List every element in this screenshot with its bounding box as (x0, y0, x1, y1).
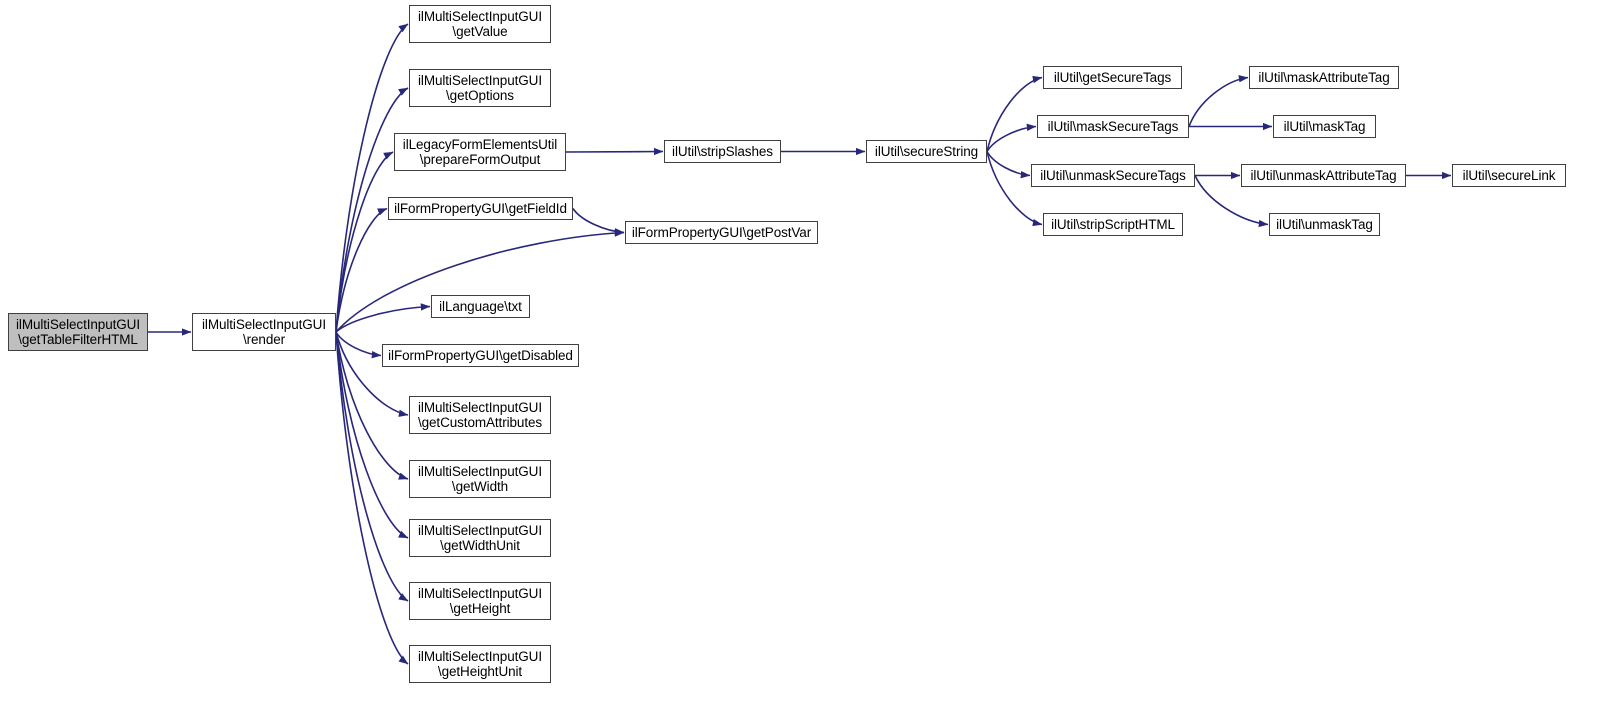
node-getValue[interactable]: ilMultiSelectInputGUI \getValue (409, 5, 551, 43)
node-label: ilUtil\secureLink (1462, 168, 1556, 183)
node-label: ilUtil\maskTag (1283, 119, 1366, 134)
node-label: ilFormPropertyGUI\getDisabled (388, 348, 573, 363)
node-getWidth[interactable]: ilMultiSelectInputGUI \getWidth (409, 460, 551, 498)
node-getPostVar[interactable]: ilFormPropertyGUI\getPostVar (625, 221, 818, 244)
edge-unmaskSecureTags-to-unmaskTag (1194, 175, 1269, 228)
edge-render-to-getHeight (335, 331, 409, 602)
edge-render-to-prepareFormOutput (335, 151, 394, 333)
edge-render-to-getDisabled (335, 331, 382, 359)
node-label: ilFormPropertyGUI\getFieldId (394, 201, 567, 216)
edge-render-to-getHeightUnit (335, 331, 409, 665)
node-getFieldId[interactable]: ilFormPropertyGUI\getFieldId (388, 197, 573, 220)
node-secureString[interactable]: ilUtil\secureString (866, 140, 987, 163)
node-getCustomAttributes[interactable]: ilMultiSelectInputGUI \getCustomAttribut… (409, 396, 551, 434)
edge-render-to-getWidth (335, 331, 409, 480)
node-getSecureTags[interactable]: ilUtil\getSecureTags (1043, 66, 1182, 89)
edge-paths (148, 23, 1452, 665)
node-txt[interactable]: ilLanguage\txt (431, 295, 530, 318)
edge-render-to-getPostVar (335, 229, 625, 333)
node-label: ilMultiSelectInputGUI \getOptions (418, 73, 542, 103)
node-maskAttributeTag[interactable]: ilUtil\maskAttributeTag (1249, 66, 1399, 89)
node-label: ilUtil\stripScriptHTML (1051, 217, 1175, 232)
edge-render-to-getValue (335, 23, 409, 333)
node-label: ilUtil\maskSecureTags (1047, 119, 1179, 134)
node-label: ilMultiSelectInputGUI \getTableFilterHTM… (16, 317, 140, 347)
node-label: ilUtil\getSecureTags (1053, 70, 1172, 85)
node-label: ilUtil\maskAttributeTag (1258, 70, 1390, 85)
node-label: ilUtil\unmaskAttributeTag (1250, 168, 1397, 183)
node-label: ilMultiSelectInputGUI \render (202, 317, 326, 347)
edge-render-to-getWidthUnit (335, 331, 409, 539)
node-label: ilMultiSelectInputGUI \getWidthUnit (418, 523, 542, 553)
node-label: ilFormPropertyGUI\getPostVar (631, 225, 812, 240)
edge-render-to-getCustomAttributes (335, 331, 409, 417)
node-getHeightUnit[interactable]: ilMultiSelectInputGUI \getHeightUnit (409, 645, 551, 683)
edge-prepareFormOutput-to-stripSlashes (565, 147, 664, 156)
node-getHeight[interactable]: ilMultiSelectInputGUI \getHeight (409, 582, 551, 620)
node-getOptions[interactable]: ilMultiSelectInputGUI \getOptions (409, 69, 551, 107)
node-unmaskTag[interactable]: ilUtil\unmaskTag (1269, 213, 1380, 236)
node-prepareFormOutput[interactable]: ilLegacyFormElementsUtil \prepareFormOut… (394, 133, 566, 171)
node-label: ilMultiSelectInputGUI \getValue (418, 9, 542, 39)
edge-secureString-to-getSecureTags (986, 75, 1043, 152)
node-label: ilMultiSelectInputGUI \getCustomAttribut… (417, 400, 543, 430)
node-getDisabled[interactable]: ilFormPropertyGUI\getDisabled (382, 344, 579, 367)
edge-secureString-to-unmaskSecureTags (986, 151, 1031, 179)
node-stripScriptHTML[interactable]: ilUtil\stripScriptHTML (1043, 213, 1183, 236)
node-label: ilMultiSelectInputGUI \getHeight (418, 586, 542, 616)
edge-render-to-getFieldId (335, 207, 388, 333)
node-label: ilMultiSelectInputGUI \getHeightUnit (418, 649, 542, 679)
edge-render-to-txt (335, 303, 431, 333)
node-label: ilLanguage\txt (439, 299, 522, 314)
node-getWidthUnit[interactable]: ilMultiSelectInputGUI \getWidthUnit (409, 519, 551, 557)
node-unmaskAttributeTag[interactable]: ilUtil\unmaskAttributeTag (1241, 164, 1406, 187)
node-label: ilLegacyFormElementsUtil \prepareFormOut… (402, 137, 558, 167)
edge-secureString-to-stripScriptHTML (986, 151, 1043, 227)
node-label: ilUtil\secureString (874, 144, 979, 159)
node-maskTag[interactable]: ilUtil\maskTag (1273, 115, 1376, 138)
node-maskSecureTags[interactable]: ilUtil\maskSecureTags (1037, 115, 1189, 138)
node-label: ilUtil\unmaskTag (1276, 217, 1373, 232)
node-label: ilMultiSelectInputGUI \getWidth (418, 464, 542, 494)
node-secureLink[interactable]: ilUtil\secureLink (1452, 164, 1566, 187)
edge-secureString-to-maskSecureTags (986, 123, 1037, 152)
node-label: ilUtil\unmaskSecureTags (1040, 168, 1186, 183)
node-getTableFilterHTML: ilMultiSelectInputGUI \getTableFilterHTM… (8, 313, 148, 351)
node-label: ilUtil\stripSlashes (672, 144, 773, 159)
edge-maskSecureTags-to-maskAttributeTag (1188, 75, 1249, 127)
node-render[interactable]: ilMultiSelectInputGUI \render (192, 313, 336, 351)
edge-getFieldId-to-getPostVar (572, 208, 625, 236)
node-stripSlashes[interactable]: ilUtil\stripSlashes (664, 140, 781, 163)
node-unmaskSecureTags[interactable]: ilUtil\unmaskSecureTags (1031, 164, 1195, 187)
